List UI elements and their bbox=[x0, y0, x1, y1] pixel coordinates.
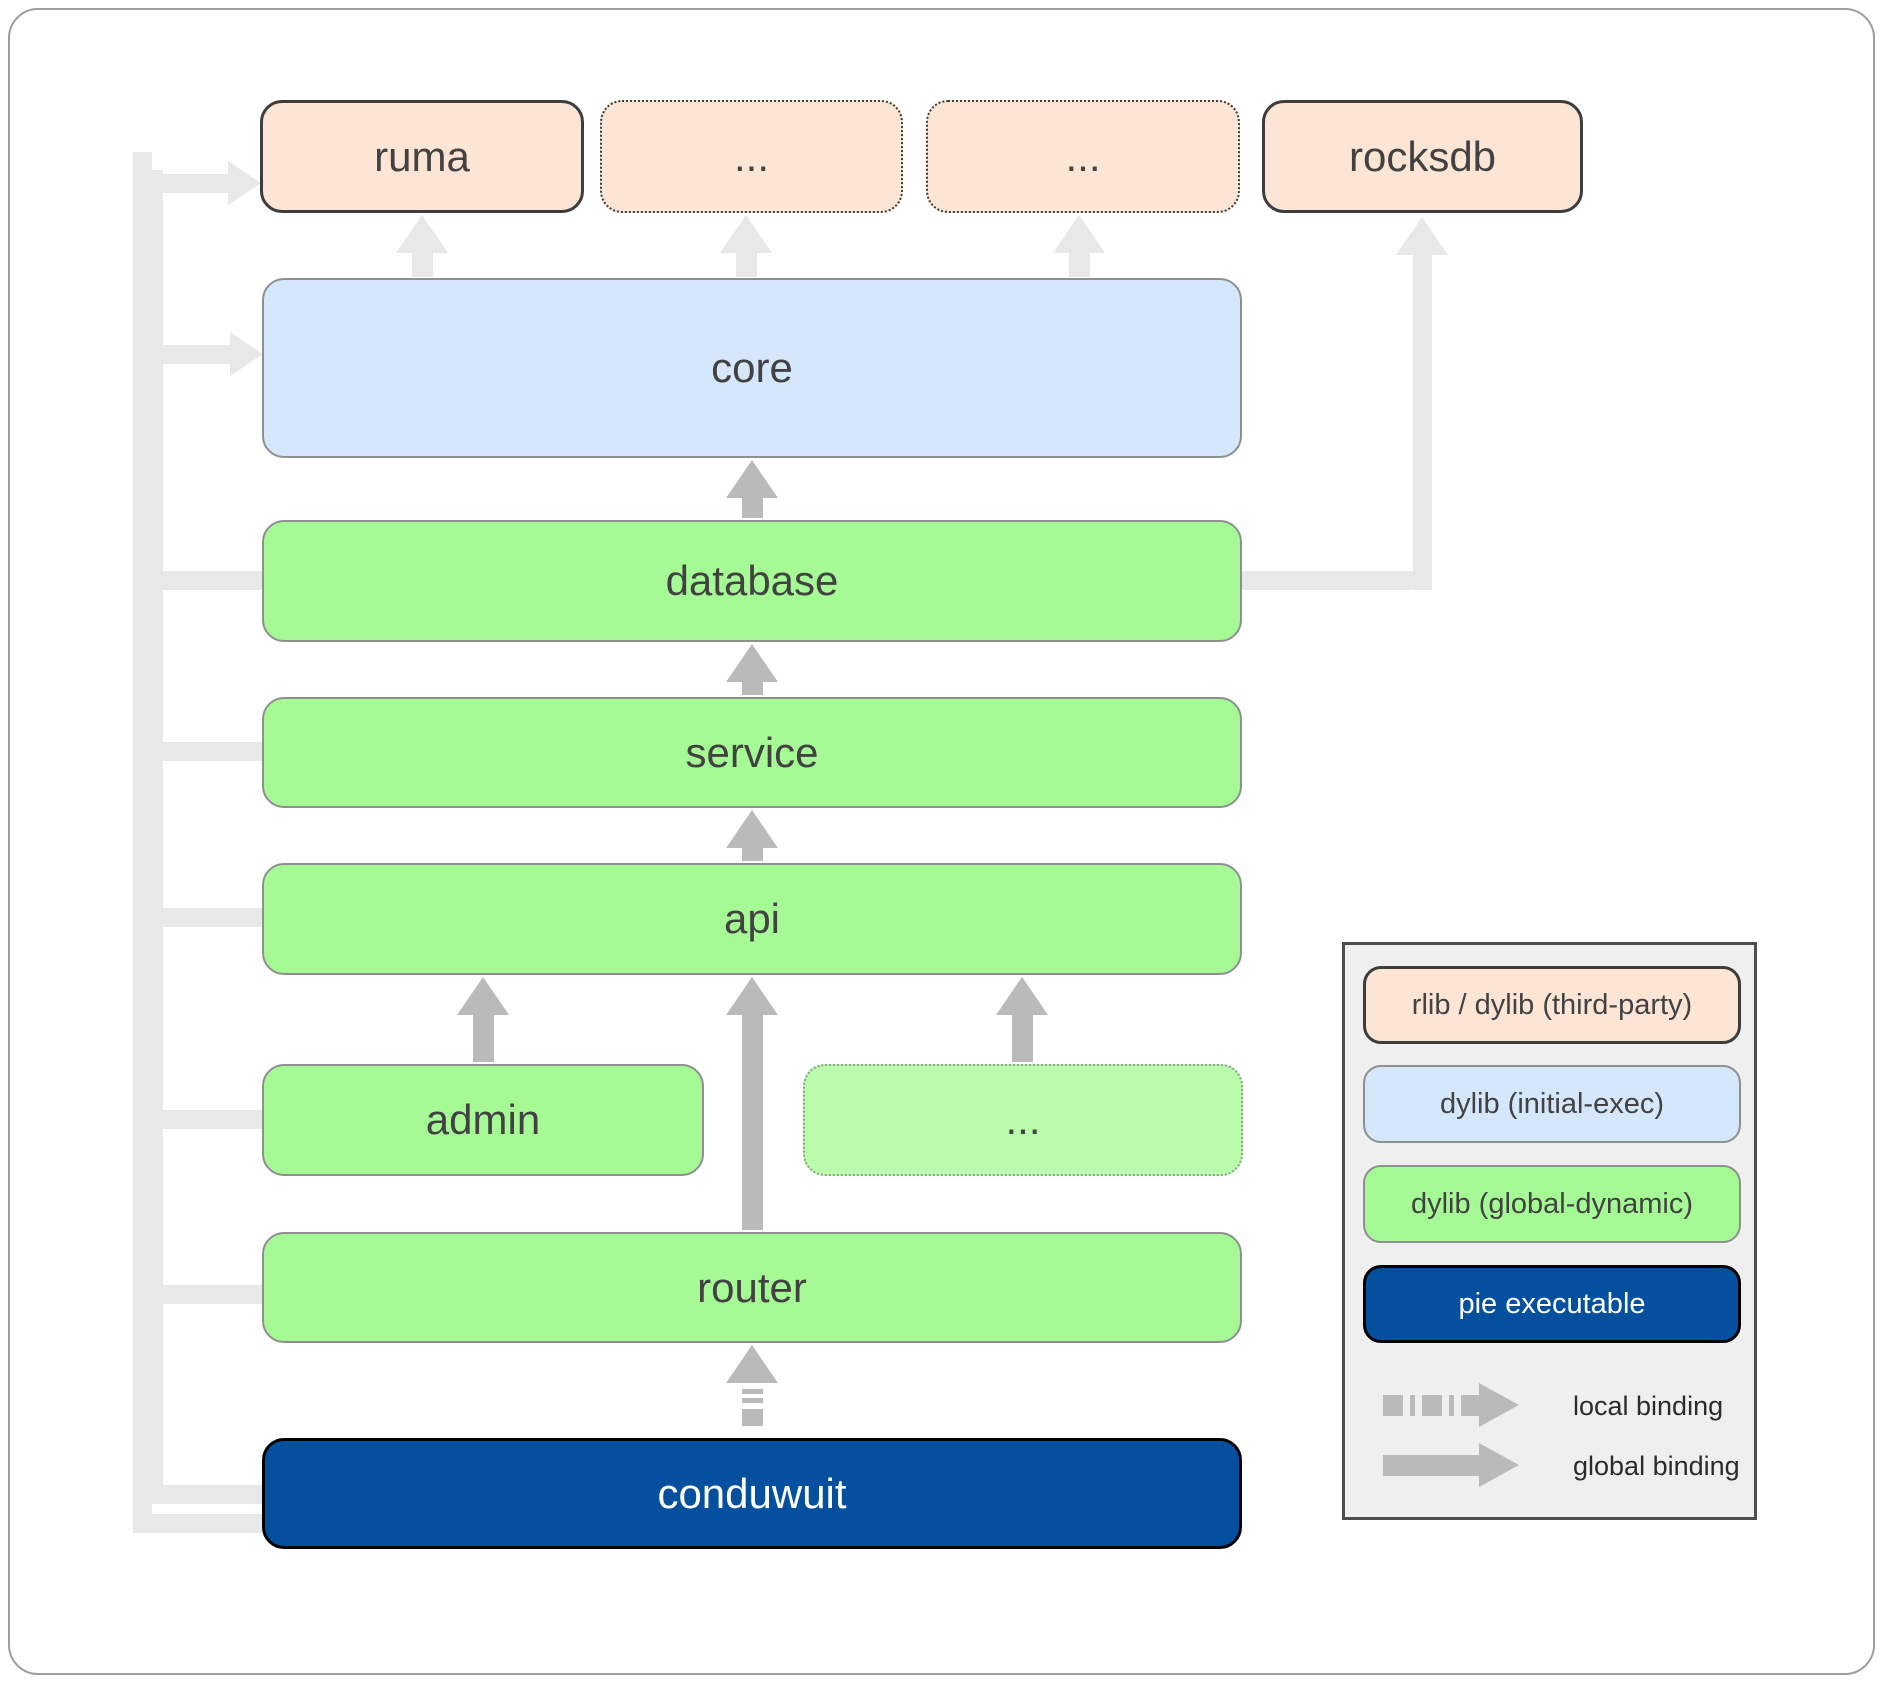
arrowhead-icon bbox=[726, 644, 778, 682]
node-admin: admin bbox=[262, 1064, 704, 1176]
edge-ellipsis-api bbox=[996, 977, 1048, 1062]
edge-conduwuit-core bbox=[133, 345, 230, 364]
edge-database-core bbox=[726, 460, 778, 518]
legend-swatch-pie-executable: pie executable bbox=[1363, 1265, 1741, 1343]
edge-api-service bbox=[726, 810, 778, 861]
edge-stub-admin bbox=[133, 1110, 263, 1129]
node-ellipsis-top-1: ... bbox=[600, 100, 903, 213]
edge-conduwuit-ruma bbox=[133, 174, 228, 193]
bundle-bottom-elbow bbox=[133, 1514, 263, 1533]
edge-database-rocksdb-horizontal bbox=[1242, 571, 1423, 590]
arrowhead-icon bbox=[726, 460, 778, 498]
node-label: ... bbox=[733, 132, 769, 180]
node-label: conduwuit bbox=[657, 1469, 847, 1517]
arrowhead-icon bbox=[720, 215, 772, 253]
node-label: ruma bbox=[374, 132, 470, 180]
node-label: ... bbox=[1065, 132, 1101, 180]
legend-label: rlib / dylib (third-party) bbox=[1411, 988, 1693, 1021]
edge-core-ellipsis2 bbox=[1053, 215, 1105, 277]
arrowhead-icon bbox=[457, 977, 509, 1015]
node-label: api bbox=[723, 895, 781, 942]
legend-global-binding-label: global binding bbox=[1573, 1451, 1740, 1481]
arrowhead-icon bbox=[396, 215, 448, 253]
arrowhead-icon bbox=[996, 977, 1048, 1015]
legend-label: dylib (initial-exec) bbox=[1439, 1087, 1664, 1120]
node-label: ... bbox=[1005, 1096, 1041, 1143]
node-database: database bbox=[262, 520, 1242, 642]
node-api: api bbox=[262, 863, 1242, 975]
node-router: router bbox=[262, 1232, 1242, 1343]
legend-label: pie executable bbox=[1458, 1287, 1646, 1320]
arrowhead-into-core-icon bbox=[230, 332, 263, 376]
edge-stub-api bbox=[133, 908, 263, 927]
edge-stub-router bbox=[133, 1285, 263, 1304]
legend: rlib / dylib (third-party) dylib (initia… bbox=[1342, 942, 1757, 1520]
arrowhead-into-rocksdb-icon bbox=[1396, 217, 1448, 255]
edge-core-ruma bbox=[396, 215, 448, 277]
node-label: router bbox=[697, 1263, 807, 1311]
edge-stub-service bbox=[133, 742, 263, 761]
legend-swatch-third-party: rlib / dylib (third-party) bbox=[1363, 966, 1741, 1044]
legend-label: dylib (global-dynamic) bbox=[1410, 1187, 1694, 1220]
arrowhead-into-ruma-icon bbox=[228, 161, 261, 205]
node-core: core bbox=[262, 278, 1242, 458]
legend-local-binding-arrow-icon bbox=[1383, 1383, 1519, 1427]
edge-database-rocksdb-arrow bbox=[1396, 217, 1448, 590]
legend-global-binding-arrow-icon bbox=[1383, 1443, 1519, 1487]
legend-swatch-global-dynamic: dylib (global-dynamic) bbox=[1363, 1165, 1741, 1243]
node-ellipsis-mid: ... bbox=[803, 1064, 1243, 1176]
node-ellipsis-top-2: ... bbox=[926, 100, 1240, 213]
legend-local-binding-label: local binding bbox=[1573, 1391, 1724, 1421]
arrowhead-icon bbox=[1479, 1443, 1519, 1487]
arrowhead-icon bbox=[1479, 1383, 1519, 1427]
left-rail-outer bbox=[133, 152, 152, 1533]
edge-stub-conduwuit bbox=[152, 1485, 263, 1504]
arrowhead-icon bbox=[726, 810, 778, 848]
edge-admin-api bbox=[457, 977, 509, 1062]
node-label: database bbox=[665, 557, 839, 604]
edge-core-ellipsis1 bbox=[720, 215, 772, 277]
legend-swatch-initial-exec: dylib (initial-exec) bbox=[1363, 1065, 1741, 1143]
node-conduwuit: conduwuit bbox=[262, 1438, 1242, 1549]
edge-conduwuit-router-dashed bbox=[726, 1345, 778, 1438]
node-ruma: ruma bbox=[260, 100, 584, 213]
node-label: admin bbox=[425, 1096, 541, 1143]
edge-router-api bbox=[726, 977, 778, 1230]
arrowhead-icon bbox=[1053, 215, 1105, 253]
arrowhead-icon bbox=[726, 1345, 778, 1383]
node-label: core bbox=[711, 344, 793, 391]
node-service: service bbox=[262, 697, 1242, 808]
node-rocksdb: rocksdb bbox=[1262, 100, 1583, 213]
edge-service-database bbox=[726, 644, 778, 695]
arrowhead-icon bbox=[726, 977, 778, 1015]
edge-stub-database bbox=[133, 571, 263, 590]
left-rail-inner bbox=[152, 170, 163, 1504]
node-label: rocksdb bbox=[1348, 132, 1497, 180]
node-label: service bbox=[685, 728, 819, 776]
